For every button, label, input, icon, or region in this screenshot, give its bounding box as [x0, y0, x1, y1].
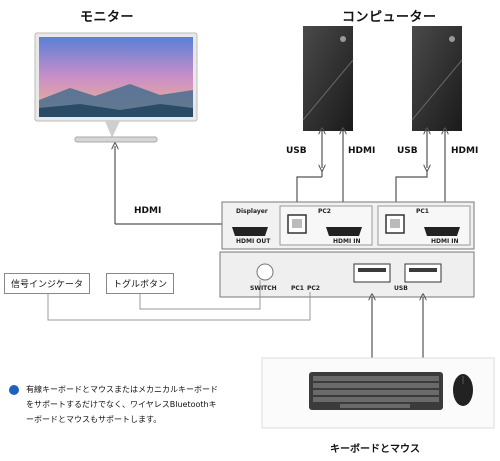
pc1-hdmi-label: HDMI	[451, 146, 479, 156]
feature-note-line-2: をサポートするだけでなく、ワイヤレスBluetoothキ	[26, 400, 217, 409]
bullet-icon	[9, 385, 19, 395]
computers-title: コンピューター	[342, 10, 437, 25]
toggle-button-callout: トグルボタン	[106, 273, 175, 294]
pc1-hdmi-in-label: HDMI IN	[431, 238, 459, 245]
pc1-port-label: PC1	[416, 208, 429, 215]
kvm-switch-front-panel	[219, 251, 475, 298]
usb-port-label: USB	[394, 285, 408, 292]
monitor-title: モニター	[80, 10, 135, 25]
switch-button-label: SWITCH	[250, 285, 277, 292]
monitor-hdmi-label: HDMI	[134, 206, 162, 216]
monitor-hdmi-cable	[115, 146, 222, 225]
keyboard-mouse-image	[261, 357, 495, 429]
led-pc1-label: PC1	[291, 285, 304, 292]
peripheral-cables	[372, 297, 423, 358]
feature-note-line-1: 有線キーボードとマウスまたはメカニカルキーボード	[26, 385, 218, 394]
peripherals-title: キーボードとマウス	[330, 444, 420, 455]
signal-indicator-callout: 信号インジケータ	[4, 273, 91, 294]
pc2-hdmi-in-label: HDMI IN	[333, 238, 361, 245]
monitor-image	[34, 32, 198, 143]
pc2-hdmi-label: HDMI	[348, 146, 376, 156]
callout-lines	[47, 280, 311, 321]
feature-note-line-3: ーボードとマウスもサポートします。	[26, 415, 162, 424]
pc2-cables	[296, 131, 343, 205]
computer-pc1-image	[411, 26, 463, 131]
pc1-usb-label: USB	[397, 146, 418, 156]
pc1-cables	[395, 131, 445, 205]
kvm-switch-back-panel	[221, 201, 475, 250]
displayer-label: Displayer	[236, 208, 268, 215]
pc2-usb-label: USB	[286, 146, 307, 156]
computer-pc2-image	[302, 26, 354, 131]
hdmi-out-label: HDMI OUT	[236, 238, 271, 245]
led-pc2-label: PC2	[307, 285, 320, 292]
pc2-port-label: PC2	[318, 208, 331, 215]
feature-note: 有線キーボードとマウスまたはメカニカルキーボード をサポートするだけでなく、ワイ…	[26, 382, 218, 427]
